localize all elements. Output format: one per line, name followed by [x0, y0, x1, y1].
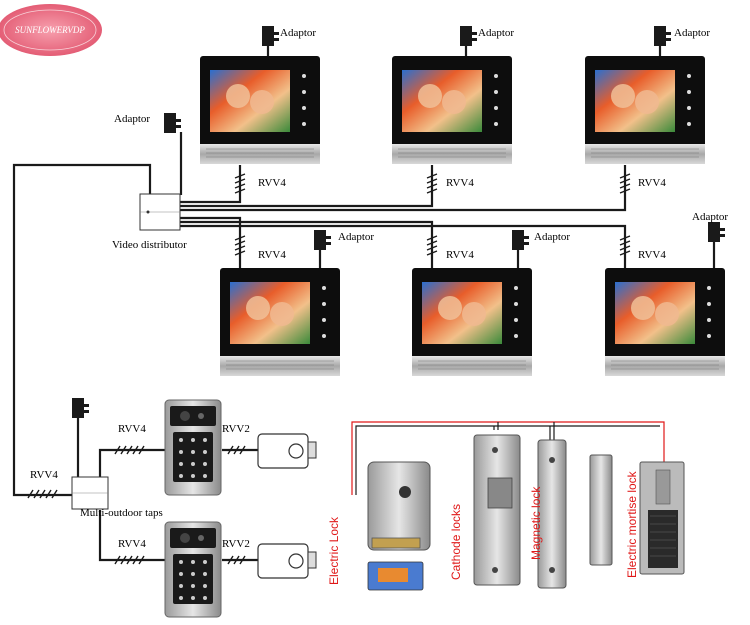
adaptor-icon: [72, 398, 89, 418]
adaptor-icon: [708, 222, 725, 242]
door-station-2: [164, 521, 222, 618]
video-distributor: [139, 193, 181, 231]
cathode-locks-label: Cathode locks: [449, 504, 463, 580]
rvv4-label: RVV4: [638, 177, 666, 189]
video-distributor-label: Video distributor: [112, 239, 187, 251]
monitor-screen: [422, 282, 502, 344]
adaptor-label: Adaptor: [338, 231, 374, 243]
wire-monitor-4: [180, 216, 242, 268]
logo-text: SUNFLOWERVDP: [15, 25, 85, 35]
rvv4-label: RVV4: [446, 249, 474, 261]
electric-mortise-lock-label: Electric mortise lock: [625, 470, 639, 578]
wire-monitor-1: [180, 165, 242, 204]
electric-lock-image: [367, 461, 431, 591]
mortise-lock-image: [639, 461, 685, 575]
indoor-monitor-1: [200, 56, 320, 164]
multi-outdoor-taps: [71, 476, 109, 510]
rvv2-label: RVV2: [222, 423, 250, 435]
monitor-screen: [402, 70, 482, 132]
indoor-monitor-2: [392, 56, 512, 164]
cathode-lock-image: [473, 434, 521, 586]
rvv4-label: RVV4: [638, 249, 666, 261]
monitor-screen: [230, 282, 310, 344]
rvv4-label: RVV4: [118, 423, 146, 435]
electric-lock-label: Electric Lock: [327, 516, 341, 585]
indoor-monitor-6: [605, 268, 725, 376]
small-lock-2: [257, 543, 317, 579]
adaptor-label: Adaptor: [534, 231, 570, 243]
monitor-screen: [210, 70, 290, 132]
small-lock-1: [257, 433, 317, 469]
adaptor-label: Adaptor: [280, 27, 316, 39]
indoor-monitors: [200, 56, 725, 376]
wire-main-loop: [12, 163, 152, 497]
multi-outdoor-taps-label: Multi-outdoor taps: [80, 507, 163, 519]
adaptor-icon: [262, 26, 279, 46]
rvv4-label: RVV4: [258, 177, 286, 189]
adaptor-label: Adaptor: [114, 113, 150, 125]
wire-monitor-3: [180, 165, 627, 212]
adaptor-icon: [654, 26, 671, 46]
adaptor-label: Adaptor: [478, 27, 514, 39]
lock-wires: [351, 421, 665, 495]
rvv2-label: RVV2: [222, 538, 250, 550]
door-station-1: [164, 399, 222, 496]
indoor-monitor-4: [220, 268, 340, 376]
labels: Adaptor Adaptor Adaptor Adaptor Adaptor …: [30, 27, 728, 585]
indoor-monitor-5: [412, 268, 532, 376]
wire-monitor-2: [180, 165, 434, 208]
adaptor-icon: [512, 230, 529, 250]
monitor-screen: [595, 70, 675, 132]
adaptor-icon: [314, 230, 331, 250]
cable-hatches: [27, 173, 631, 565]
rvv4-label: RVV4: [118, 538, 146, 550]
logo-badge: [0, 4, 102, 56]
adaptors: [72, 26, 725, 418]
wire-monitor-5: [180, 220, 434, 268]
magnetic-lock-label: Magnetic lock: [529, 486, 543, 560]
adaptor-icon: [460, 26, 477, 46]
indoor-monitor-3: [585, 56, 705, 164]
wire-monitor-6: [180, 224, 627, 268]
rvv4-label: RVV4: [446, 177, 474, 189]
rvv4-label: RVV4: [30, 469, 58, 481]
magnetic-lock-image: [537, 439, 613, 589]
adaptor-icon: [164, 113, 181, 133]
adaptor-label: Adaptor: [674, 27, 710, 39]
rvv4-label: RVV4: [258, 249, 286, 261]
adaptor-label: Adaptor: [692, 211, 728, 223]
monitor-screen: [615, 282, 695, 344]
brand-logo: SUNFLOWERVDP: [0, 4, 102, 56]
